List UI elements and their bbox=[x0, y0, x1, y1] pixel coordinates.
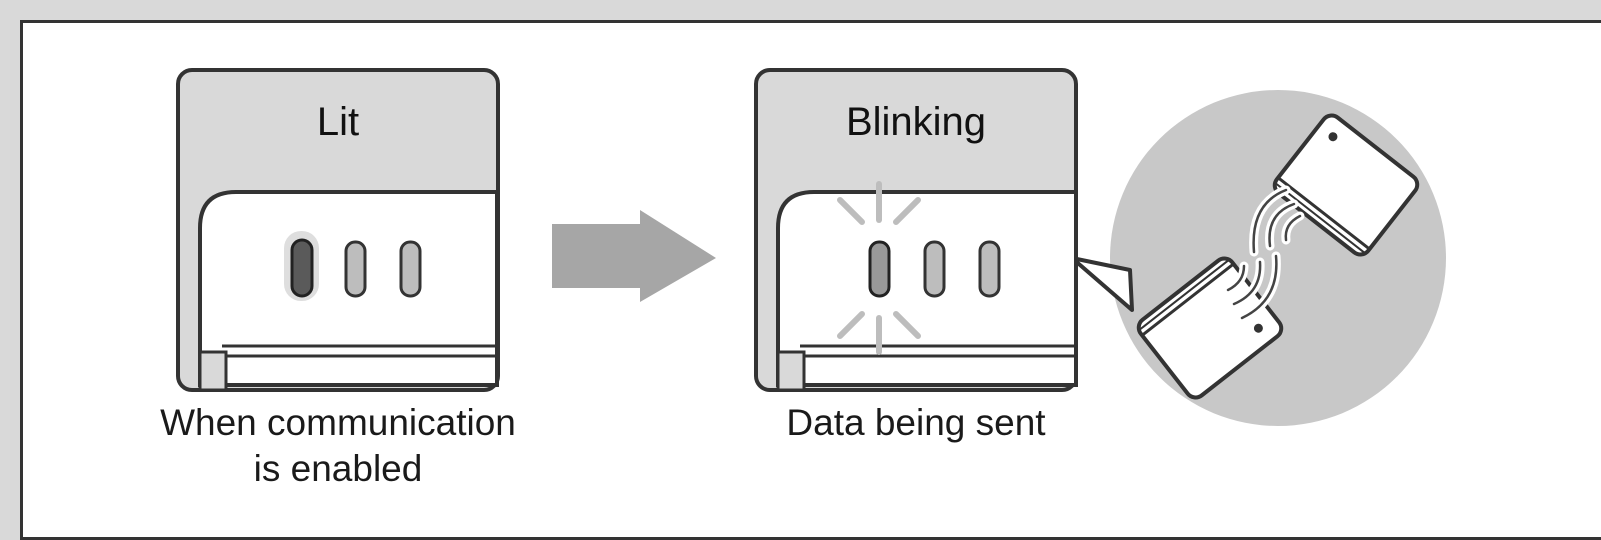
led-indicator bbox=[923, 240, 946, 298]
state-label-blinking: Blinking bbox=[845, 100, 987, 144]
caption-line: is enabled bbox=[253, 448, 423, 489]
caption-data-being-sent: Data being sent bbox=[716, 400, 1116, 446]
caption-line: Data being sent bbox=[786, 402, 1046, 443]
blink-rays-icon bbox=[837, 181, 921, 355]
caption-communication-enabled: When communication is enabled bbox=[138, 400, 538, 492]
led-lit-indicator bbox=[290, 238, 314, 298]
led-row bbox=[868, 240, 1001, 298]
led-row bbox=[284, 231, 422, 301]
led-indicator bbox=[344, 240, 367, 298]
led-indicator bbox=[399, 240, 422, 298]
device-blinking bbox=[754, 68, 1078, 392]
wireless-signal-icon bbox=[1223, 185, 1305, 323]
caption-line: When communication bbox=[160, 402, 516, 443]
handheld-console-icon bbox=[1272, 113, 1420, 257]
state-label-lit: Lit bbox=[316, 100, 360, 144]
led-indicator bbox=[978, 240, 1001, 298]
wireless-transfer-circle bbox=[1070, 90, 1446, 426]
device-lit bbox=[176, 68, 500, 392]
right-arrow-icon bbox=[552, 210, 716, 302]
led-blinking-indicator bbox=[868, 240, 891, 298]
